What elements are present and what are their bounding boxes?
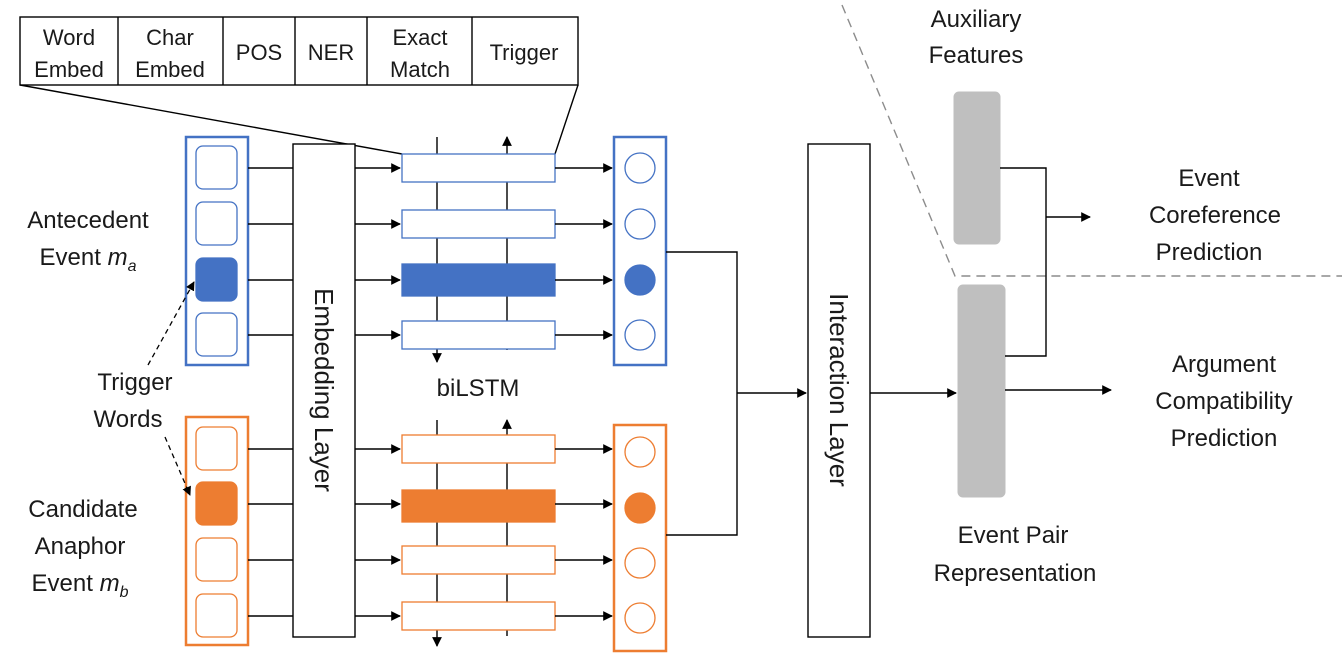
argument-compat-line2: Compatibility — [1155, 388, 1292, 415]
feature-pos: POS — [236, 40, 282, 65]
bilstm-cell — [401, 601, 556, 631]
antecedent-token — [195, 145, 238, 190]
output-node — [624, 208, 656, 240]
callout-line-right — [554, 84, 579, 155]
output-node — [624, 547, 656, 579]
antecedent-token — [195, 312, 238, 357]
embedding-layer-label: Embedding Layer — [309, 288, 339, 492]
feature-exact-match-line1: Exact — [392, 25, 447, 50]
anaphor-label-line1: Candidate — [28, 496, 137, 523]
output-node-trigger — [624, 264, 656, 296]
argument-compat-line3: Prediction — [1171, 425, 1278, 452]
bilstm-cell-trigger — [401, 489, 556, 523]
output-node — [624, 436, 656, 468]
bilstm-cells-anaphor — [401, 434, 556, 631]
anaphor-token-column — [184, 415, 250, 647]
bilstm-label: biLSTM — [437, 375, 520, 402]
antecedent-token — [195, 201, 238, 246]
feature-char-embed-line1: Char — [146, 25, 194, 50]
feature-word-embed-line1: Word — [43, 25, 95, 50]
dashed-separator — [841, 4, 1342, 277]
output-node — [624, 319, 656, 351]
bilstm-to-output-arrows — [555, 163, 613, 621]
anaphor-trigger-token — [195, 481, 238, 526]
bilstm-cell — [401, 320, 556, 350]
anaphor-label-line2: Anaphor — [35, 533, 126, 560]
output-node — [624, 152, 656, 184]
auxiliary-features-line1: Auxiliary — [931, 6, 1022, 33]
antecedent-output-column — [612, 135, 668, 367]
output-node — [624, 602, 656, 634]
bilstm-cells-antecedent — [401, 153, 556, 350]
anaphor-token — [195, 593, 238, 638]
merge-wires — [666, 251, 807, 536]
feature-table: Word Embed Char Embed POS NER Exact Matc… — [19, 16, 579, 86]
bilstm-cell-trigger — [401, 263, 556, 297]
anaphor-token — [195, 537, 238, 582]
feature-char-embed-line2: Embed — [135, 57, 205, 82]
event-coref-line2: Coreference — [1149, 202, 1281, 229]
anaphor-label-line3: Event mb — [32, 570, 129, 601]
antecedent-token-column — [184, 135, 250, 367]
feature-word-embed-line2: Embed — [34, 57, 104, 82]
output-node-trigger — [624, 492, 656, 524]
bilstm-cell — [401, 153, 556, 183]
bilstm-cell — [401, 209, 556, 239]
anaphor-output-column — [612, 423, 668, 653]
callout-line-left — [19, 84, 403, 155]
coreference-wires — [1000, 167, 1112, 395]
trigger-words-line1: Trigger — [97, 369, 172, 396]
bilstm-cell — [401, 545, 556, 575]
event-pair-bar — [957, 284, 1006, 498]
feature-exact-match-line2: Match — [390, 57, 450, 82]
trigger-words-line2: Words — [94, 406, 163, 433]
trigger-pointer-antecedent — [147, 281, 195, 366]
bilstm-cell — [401, 434, 556, 464]
embedding-layer: Embedding Layer — [292, 143, 356, 638]
event-coref-line1: Event — [1178, 165, 1240, 192]
event-pair-line2: Representation — [934, 560, 1097, 587]
event-pair-line1: Event Pair — [958, 522, 1069, 549]
feature-ner: NER — [308, 40, 354, 65]
argument-compat-line1: Argument — [1172, 351, 1276, 378]
interaction-layer: Interaction Layer — [807, 143, 871, 638]
antecedent-trigger-token — [195, 257, 238, 302]
antecedent-label-line1: Antecedent — [27, 207, 149, 234]
auxiliary-features-bar — [953, 91, 1001, 245]
embedding-to-bilstm-arrows — [355, 163, 401, 621]
anaphor-token — [195, 426, 238, 471]
event-coref-line3: Prediction — [1156, 239, 1263, 266]
auxiliary-features-line2: Features — [929, 42, 1024, 69]
token-to-embedding-wires — [248, 167, 293, 617]
feature-trigger: Trigger — [490, 40, 559, 65]
trigger-pointer-anaphor — [164, 436, 191, 496]
antecedent-label-line2: Event ma — [40, 244, 137, 275]
interaction-layer-label: Interaction Layer — [824, 293, 854, 487]
